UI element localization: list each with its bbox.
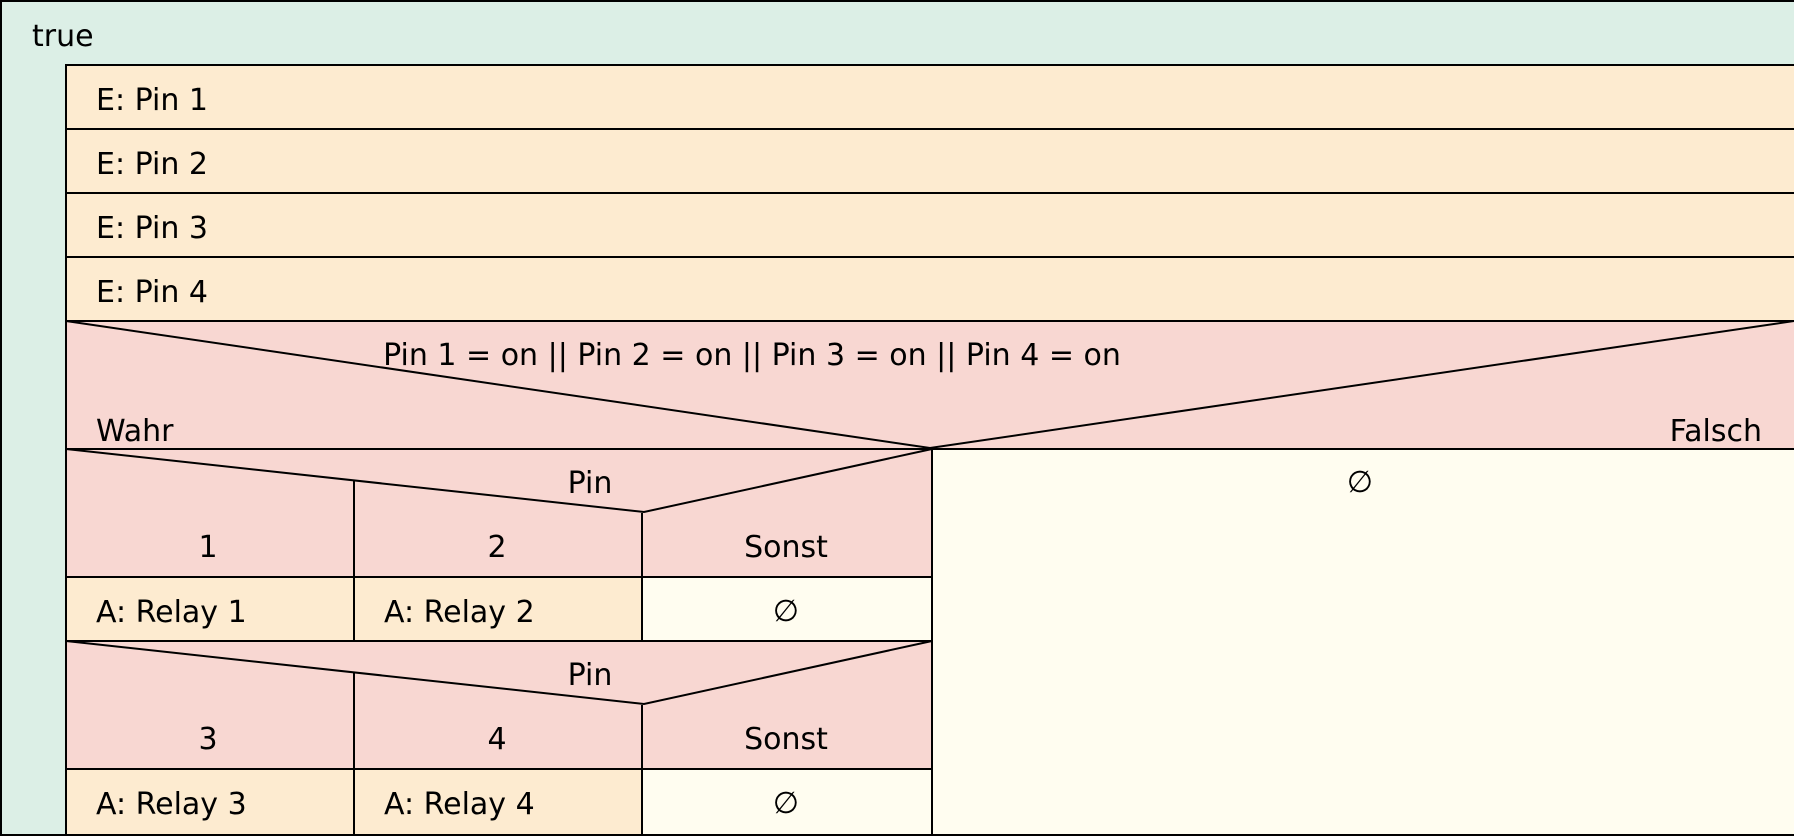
output-label: A: Relay 1	[96, 595, 247, 630]
loop-condition: true	[32, 19, 94, 54]
input-label: E: Pin 3	[96, 211, 208, 246]
decision-true-label: Wahr	[96, 414, 174, 449]
case-value: 3	[198, 722, 217, 757]
case-default-label: Sonst	[744, 722, 828, 757]
input-block	[65, 192, 1794, 258]
output-block	[65, 576, 355, 642]
case-default-block	[641, 576, 933, 642]
case-default-empty-symbol: ∅	[773, 786, 799, 821]
case-diagonals	[65, 640, 933, 706]
output-label: A: Relay 4	[384, 787, 535, 822]
input-label: E: Pin 2	[96, 147, 208, 182]
output-block	[65, 768, 355, 836]
case-value: 4	[487, 722, 506, 757]
input-block	[65, 64, 1794, 130]
false-branch-block	[931, 448, 1794, 836]
case-value: 2	[487, 530, 506, 565]
false-branch-empty-symbol: ∅	[1347, 465, 1373, 500]
input-block	[65, 256, 1794, 322]
case-header	[65, 640, 933, 770]
case-default-block	[641, 768, 933, 836]
input-label: E: Pin 1	[96, 83, 208, 118]
case-default-empty-symbol: ∅	[773, 594, 799, 629]
decision-header	[65, 320, 1794, 450]
case-selector: Pin	[568, 466, 613, 501]
input-block	[65, 128, 1794, 194]
output-label: A: Relay 3	[96, 787, 247, 822]
output-label: A: Relay 2	[384, 595, 535, 630]
case-header	[65, 448, 933, 578]
case-diagonals	[65, 448, 933, 514]
decision-false-label: Falsch	[1670, 414, 1762, 449]
input-label: E: Pin 4	[96, 275, 208, 310]
case-value: 1	[198, 530, 217, 565]
case-default-label: Sonst	[744, 530, 828, 565]
decision-condition: Pin 1 = on || Pin 2 = on || Pin 3 = on |…	[383, 338, 1121, 373]
output-block	[353, 768, 643, 836]
case-selector: Pin	[568, 658, 613, 693]
